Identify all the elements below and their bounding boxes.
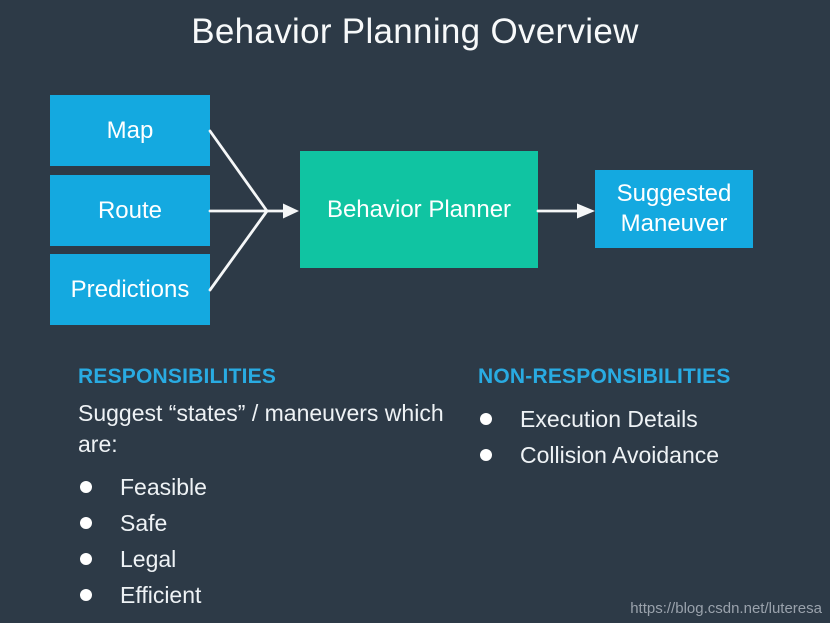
arrowhead-to-planner-icon: [283, 203, 299, 219]
arrowhead-to-output-icon: [577, 203, 595, 219]
list-item-label: Execution Details: [520, 405, 698, 432]
bullet-icon: [480, 449, 492, 461]
list-item: Feasible: [78, 469, 458, 505]
bullet-icon: [80, 481, 92, 493]
list-item-label: Efficient: [120, 581, 202, 608]
non-responsibilities-section: NON-RESPONSIBILITIES Execution Details C…: [478, 365, 823, 473]
flow-node-map: Map: [50, 95, 210, 166]
list-item-label: Legal: [120, 545, 177, 572]
arrow-line-map: [208, 129, 269, 213]
list-item-label: Feasible: [120, 473, 207, 500]
flow-node-suggested-maneuver: Suggested Maneuver: [595, 170, 753, 248]
bullet-icon: [480, 413, 492, 425]
non-responsibilities-list: Execution Details Collision Avoidance: [478, 401, 823, 473]
list-item: Efficient: [78, 577, 458, 613]
list-item-label: Safe: [120, 509, 168, 536]
bullet-icon: [80, 517, 92, 529]
responsibilities-intro: Suggest “states” / maneuvers which are:: [78, 400, 444, 457]
list-item-label: Collision Avoidance: [520, 441, 720, 468]
list-item: Execution Details: [478, 401, 823, 437]
flow-node-label: Route: [97, 196, 163, 224]
responsibilities-list: Feasible Safe Legal Efficient: [78, 469, 458, 613]
list-item: Safe: [78, 505, 458, 541]
flow-node-label: Behavior Planner: [326, 195, 512, 223]
bullet-icon: [80, 589, 92, 601]
responsibilities-heading: RESPONSIBILITIES: [78, 365, 277, 388]
responsibilities-section: RESPONSIBILITIES Suggest “states” / mane…: [78, 365, 458, 613]
flow-node-route: Route: [50, 175, 210, 246]
flow-node-label: Suggested Maneuver: [616, 180, 732, 237]
bullet-icon: [80, 553, 92, 565]
flow-node-behavior-planner: Behavior Planner: [300, 151, 538, 268]
flow-node-label: Predictions: [70, 275, 190, 303]
list-item: Legal: [78, 541, 458, 577]
list-item: Collision Avoidance: [478, 437, 823, 473]
watermark-url: https://blog.csdn.net/luteresa: [630, 600, 822, 617]
flow-node-predictions: Predictions: [50, 254, 210, 325]
flow-node-label: Map: [106, 116, 154, 144]
page-title: Behavior Planning Overview: [191, 12, 639, 51]
non-responsibilities-heading: NON-RESPONSIBILITIES: [478, 365, 731, 388]
arrow-line-predictions: [208, 209, 269, 292]
